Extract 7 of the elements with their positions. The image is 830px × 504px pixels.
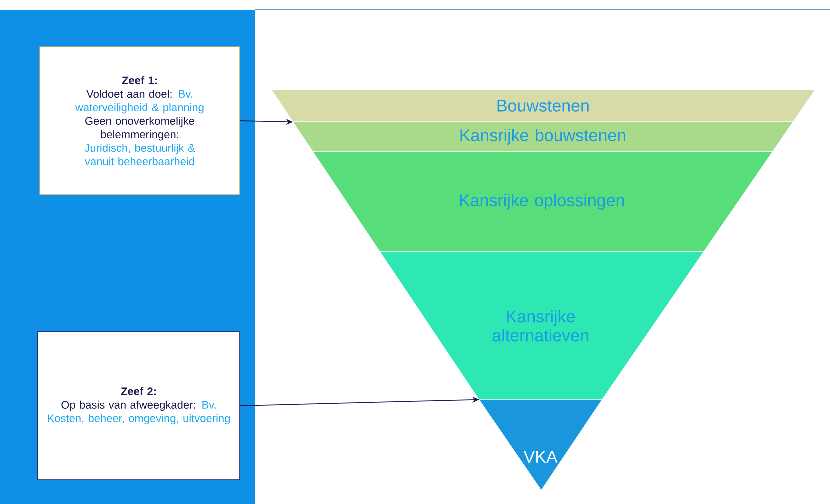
- criteria-box: Zeef 1: Voldoet aan doel: Bv. waterveiligheid & planning Geen onoverkomelijke belemmeringen: Juridisch, bestuurlijk & vanuit beheerbaarheid: [40, 46, 240, 196]
- funnel-band: Bouwstenen: [272, 90, 815, 122]
- criteria-box: Zeef 2: Op basis van afweegkader: Bv. Kosten, beheer, omgeving, uitvoering: [38, 332, 240, 480]
- funnel-band: Kansrijke oplossingen: [314, 152, 772, 252]
- funnel-band: Kansrijke bouwstenen: [293, 122, 793, 152]
- funnel-band: VKA: [480, 400, 602, 490]
- funnel-band: Kansrijke alternatieven: [380, 252, 704, 400]
